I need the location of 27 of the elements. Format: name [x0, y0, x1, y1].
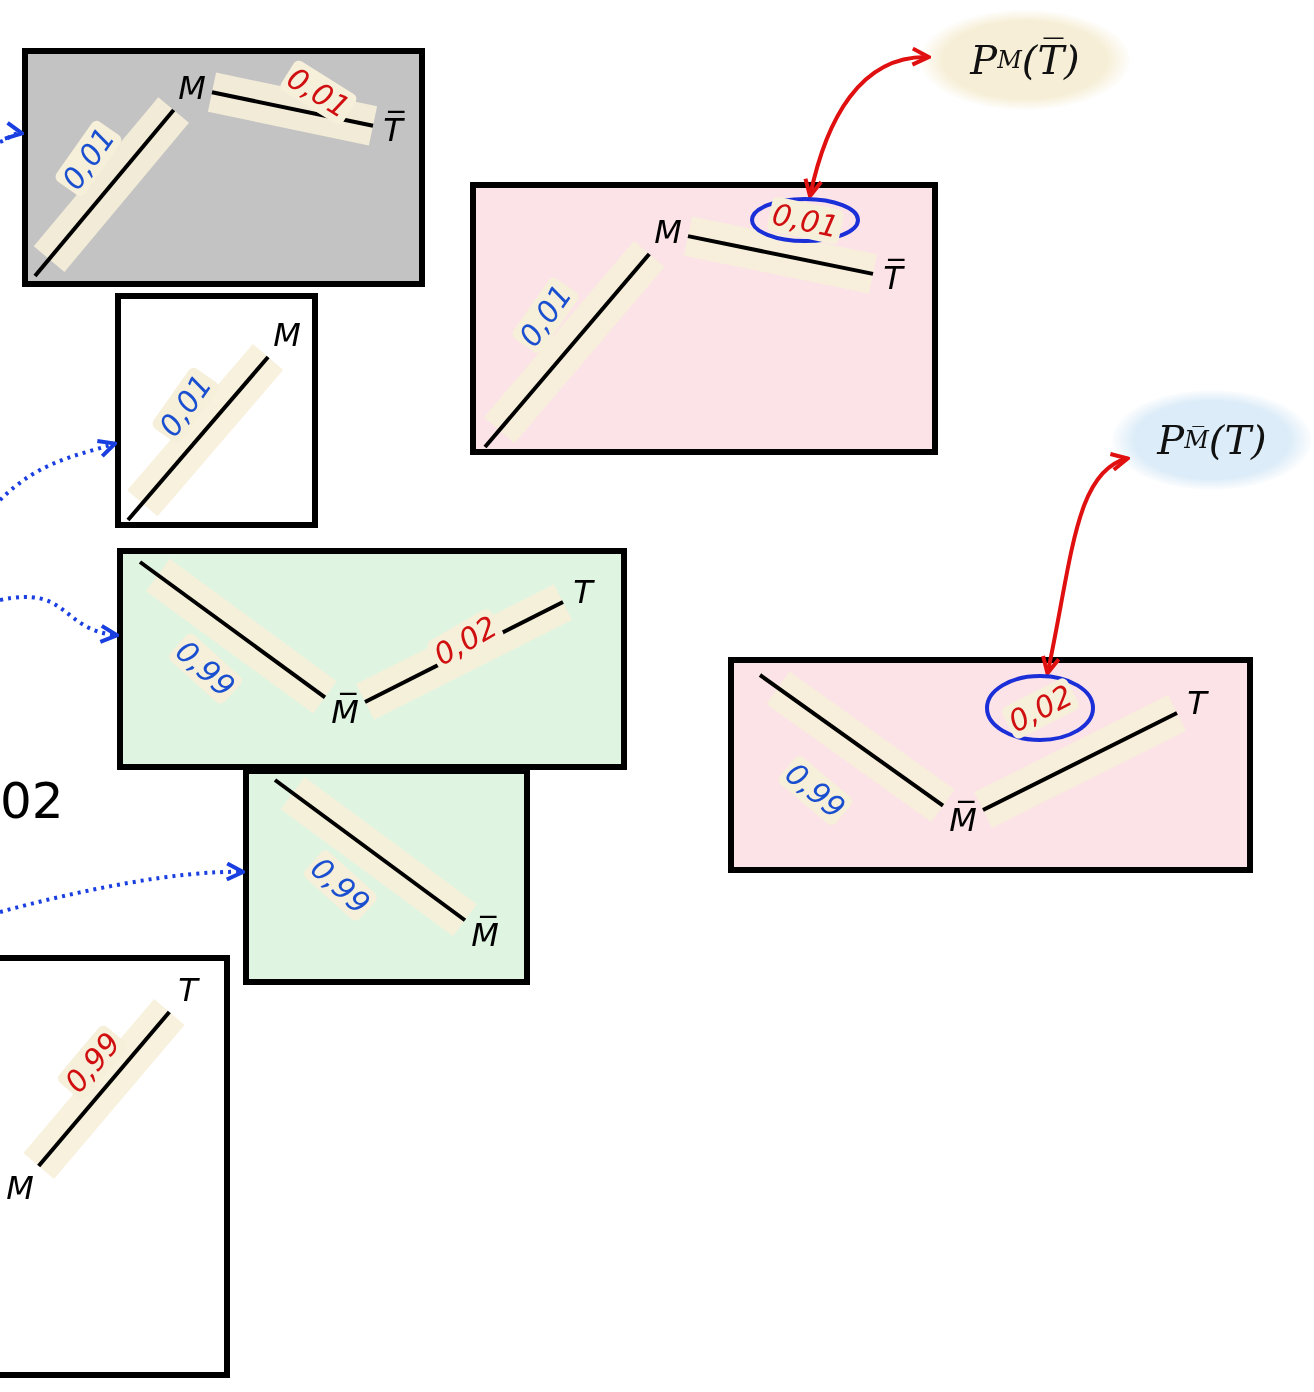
vertex-label: M̅ [465, 913, 505, 957]
vertex-label: M̅ [325, 690, 365, 734]
vertex-label: M [0, 1166, 40, 1210]
branch-line [211, 90, 374, 128]
vertex-label: M [172, 66, 212, 110]
vertex-label: M [648, 210, 688, 254]
dotted-arrow [0, 121, 24, 144]
curved-arrow [803, 47, 931, 199]
branch-line [126, 355, 270, 522]
dotted-arrow [0, 438, 117, 502]
dotted-arrow [0, 595, 119, 643]
curved-arrow [1040, 454, 1130, 676]
vertex-label: T̅ [873, 256, 913, 300]
vertex-label: M [267, 313, 307, 357]
branch-line [33, 108, 176, 278]
tree-panel [0, 955, 230, 1378]
branch-line [483, 252, 651, 449]
vertex-label: T [563, 570, 603, 614]
vertex-label: M̅ [943, 798, 983, 842]
dotted-arrow [0, 861, 245, 914]
branch-line [687, 234, 874, 276]
vertex-label: T [168, 968, 208, 1012]
vertex-label: T̅ [373, 108, 413, 152]
label-text: 02 [0, 772, 64, 830]
branch-line [37, 1010, 171, 1168]
branch-line [273, 778, 467, 922]
vertex-label: T [1177, 681, 1217, 725]
